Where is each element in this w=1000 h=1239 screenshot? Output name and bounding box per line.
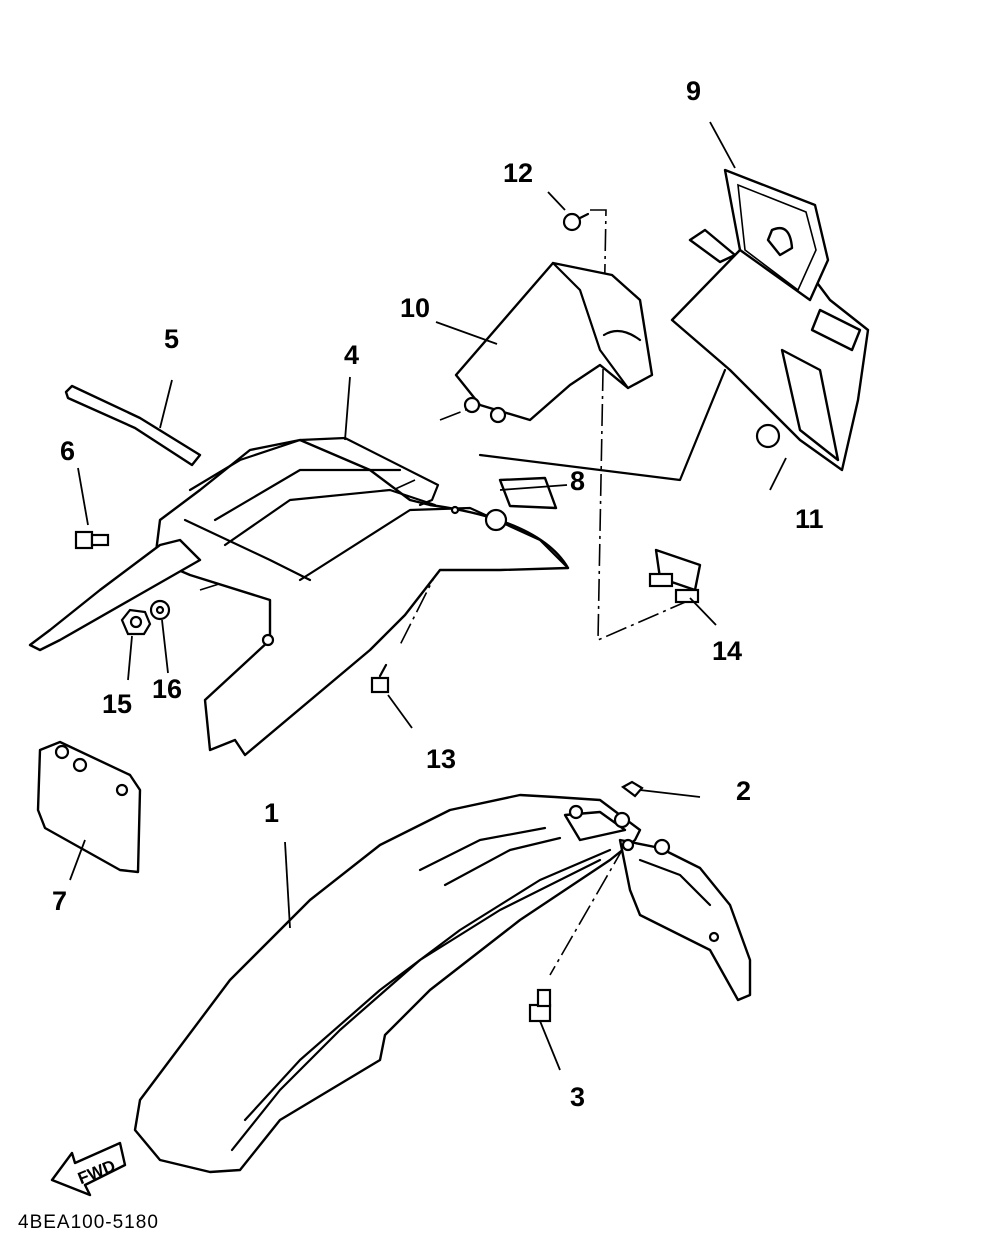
screw-14	[648, 548, 702, 604]
callout-12: 12	[503, 158, 533, 188]
inner-rear-bracket	[454, 261, 654, 424]
callouts: 9 12 10 4 5 6 8 11 14 15 16 13 2 1 7 3	[52, 76, 824, 1112]
callout-13: 13	[426, 744, 456, 774]
side-strip	[64, 384, 202, 467]
diagram-code: 4BEA100-5180	[18, 1212, 159, 1233]
callout-5: 5	[164, 324, 179, 354]
washer	[149, 599, 171, 621]
decal	[498, 476, 558, 510]
callout-8: 8	[570, 466, 585, 496]
callout-14: 14	[712, 636, 742, 666]
nut	[120, 608, 152, 636]
side-plate	[36, 740, 142, 874]
callout-7: 7	[52, 886, 67, 916]
leader-lines	[69, 121, 787, 1071]
bolt	[74, 530, 110, 550]
screw-13	[370, 663, 390, 694]
fwd-arrow: FWD	[50, 1141, 127, 1197]
fender-washer	[620, 780, 644, 798]
callout-6: 6	[60, 436, 75, 466]
callout-9: 9	[686, 76, 701, 106]
callout-1: 1	[264, 798, 279, 828]
callout-11: 11	[795, 504, 824, 534]
license-plate-bracket	[670, 168, 870, 472]
callout-15: 15	[102, 689, 132, 719]
callout-2: 2	[736, 776, 751, 806]
callout-3: 3	[570, 1082, 585, 1112]
screw	[562, 212, 590, 232]
front-fender	[133, 793, 752, 1174]
fender-bolt	[528, 988, 552, 1023]
callout-16: 16	[152, 674, 182, 704]
callout-4: 4	[344, 340, 359, 370]
rear-fender	[28, 436, 570, 757]
callout-10: 10	[400, 293, 430, 323]
